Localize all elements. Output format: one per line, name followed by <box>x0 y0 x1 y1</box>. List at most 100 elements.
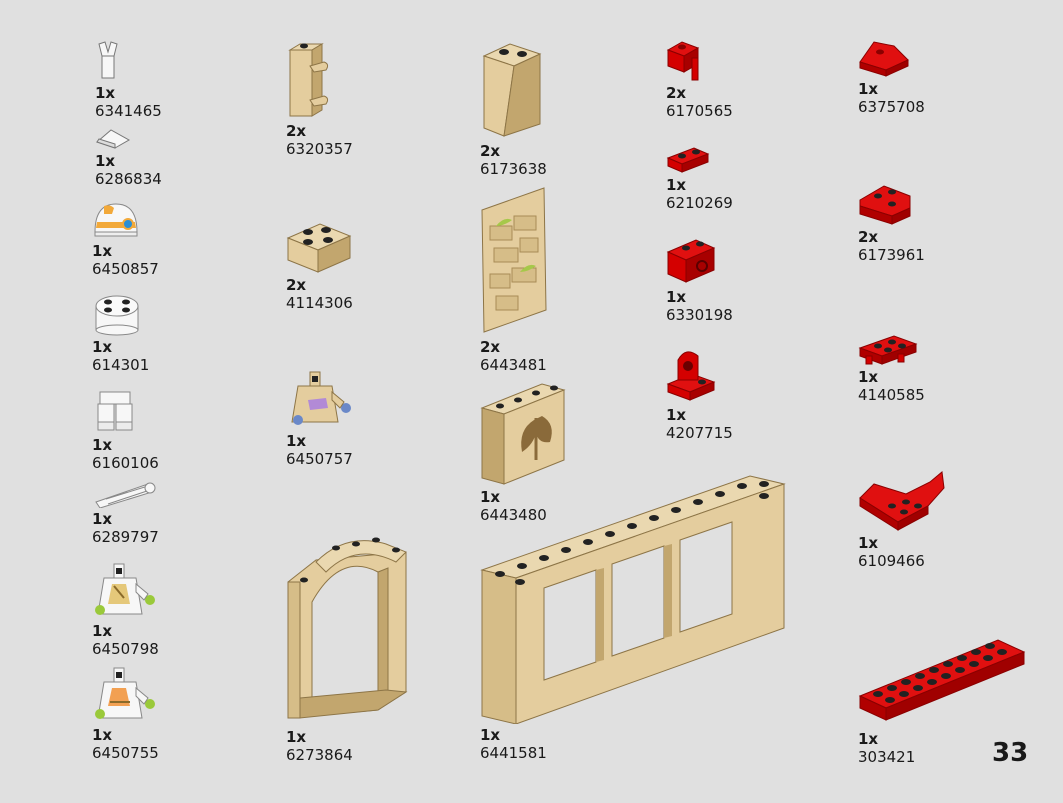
red-plate-2x10-icon <box>858 639 1026 721</box>
lightsaber-hilt-icon <box>95 482 156 508</box>
part-item: 1x 6450757 <box>286 368 356 469</box>
part-quantity: 1x <box>480 488 501 506</box>
red-plate-with-clips-icon <box>858 335 918 365</box>
part-number: 6450757 <box>286 450 353 468</box>
jedi-order-panel-icon <box>480 383 566 485</box>
droid-dome-icon <box>94 203 138 237</box>
part-quantity: 2x <box>286 276 307 294</box>
part-number: 6443481 <box>480 356 547 374</box>
part-item: 1x 614301 <box>92 290 149 375</box>
part-number: 6341465 <box>95 102 162 120</box>
part-number: 4207715 <box>666 424 733 442</box>
brick-2x2-icon <box>286 223 352 273</box>
part-number: 6320357 <box>286 140 353 158</box>
part-item: 2x 6443481 <box>480 186 550 375</box>
part-number: 6109466 <box>858 552 925 570</box>
part-number: 6450798 <box>92 640 159 658</box>
part-quantity: 1x <box>858 368 879 386</box>
red-plate-with-bar-icon <box>666 41 700 81</box>
minifig-legs-icon <box>97 391 133 431</box>
red-plate-1x2-icon <box>666 147 710 173</box>
part-item: 1x 6341465 <box>95 40 162 121</box>
page-number: 33 <box>992 738 1029 768</box>
part-quantity: 1x <box>858 730 879 748</box>
part-quantity: 1x <box>666 288 687 306</box>
minifig-torso-icon <box>95 563 155 615</box>
part-quantity: 1x <box>92 510 113 528</box>
part-quantity: 1x <box>92 726 113 744</box>
part-item: 1x 6273864 <box>286 522 410 765</box>
part-number: 6450857 <box>92 260 159 278</box>
part-number: 6170565 <box>666 102 733 120</box>
part-item: 1x 6375708 <box>858 38 925 117</box>
part-item: 1x 6450755 <box>92 666 162 763</box>
part-number: 303421 <box>858 748 916 766</box>
part-number: 6289797 <box>92 528 159 546</box>
part-quantity: 1x <box>95 152 116 170</box>
red-curved-wedge-plate-icon <box>859 471 945 531</box>
part-quantity: 1x <box>858 80 879 98</box>
part-item: 1x 6450798 <box>92 562 162 659</box>
part-quantity: 2x <box>666 84 687 102</box>
round-brick-icon <box>95 295 139 336</box>
part-quantity: 1x <box>666 176 687 194</box>
minifig-torso-icon <box>291 371 351 425</box>
part-quantity: 2x <box>286 122 307 140</box>
slope-tile-icon <box>96 129 131 149</box>
part-item: 2x 6320357 <box>286 40 353 159</box>
part-item: 1x 6109466 <box>858 468 946 571</box>
part-quantity: 1x <box>95 84 116 102</box>
minifig-torso-icon <box>95 667 155 719</box>
part-number: 6450755 <box>92 744 159 762</box>
part-number: 6210269 <box>666 194 733 212</box>
part-item: 2x 6173638 <box>480 40 547 179</box>
part-number: 6273864 <box>286 746 353 764</box>
part-number: 6286834 <box>95 170 162 188</box>
brick-with-clips-icon <box>288 43 329 117</box>
part-quantity: 1x <box>92 338 113 356</box>
red-wedge-plate-icon <box>859 185 911 225</box>
clip-piece-icon <box>98 41 118 79</box>
part-item: 1x 303421 <box>858 636 1028 767</box>
red-brick-with-clip-icon <box>666 239 716 283</box>
part-number: 4140585 <box>858 386 925 404</box>
part-item: 1x 6443480 <box>480 380 566 525</box>
part-item: 1x 6286834 <box>95 128 162 189</box>
part-number: 614301 <box>92 356 150 374</box>
part-item: 1x 4207715 <box>666 346 733 443</box>
window-frame-icon <box>480 475 786 724</box>
part-quantity: 2x <box>480 142 501 160</box>
part-item: 1x 6210269 <box>666 146 733 213</box>
part-item: 2x 4114306 <box>286 218 353 313</box>
part-number: 6160106 <box>92 454 159 472</box>
part-item: 2x 6170565 <box>666 38 733 121</box>
part-quantity: 1x <box>92 436 113 454</box>
part-number: 6173638 <box>480 160 547 178</box>
part-item: 1x 6330198 <box>666 236 733 325</box>
part-quantity: 1x <box>92 622 113 640</box>
brick-wall-panel-icon <box>481 187 547 333</box>
part-number: 6443480 <box>480 506 547 524</box>
part-quantity: 1x <box>666 406 687 424</box>
part-quantity: 1x <box>286 432 307 450</box>
part-item: 1x 6450857 <box>92 200 159 279</box>
part-quantity: 2x <box>858 228 879 246</box>
part-quantity: 1x <box>858 534 879 552</box>
red-plate-with-holder-icon <box>666 351 716 401</box>
part-item: 1x 4140585 <box>858 332 925 405</box>
red-wedge-plate-icon <box>859 41 909 77</box>
part-item: 1x 6160106 <box>92 388 159 473</box>
part-number: 6375708 <box>858 98 925 116</box>
part-item: 1x 6441581 <box>480 462 786 763</box>
part-quantity: 1x <box>480 726 501 744</box>
arch-panel-icon <box>287 537 408 719</box>
part-quantity: 1x <box>286 728 307 746</box>
slope-brick-icon <box>482 43 542 137</box>
part-number: 6441581 <box>480 744 547 762</box>
part-number: 4114306 <box>286 294 353 312</box>
part-quantity: 2x <box>480 338 501 356</box>
part-quantity: 1x <box>92 242 113 260</box>
part-number: 6330198 <box>666 306 733 324</box>
part-number: 6173961 <box>858 246 925 264</box>
part-item: 2x 6173961 <box>858 182 925 265</box>
